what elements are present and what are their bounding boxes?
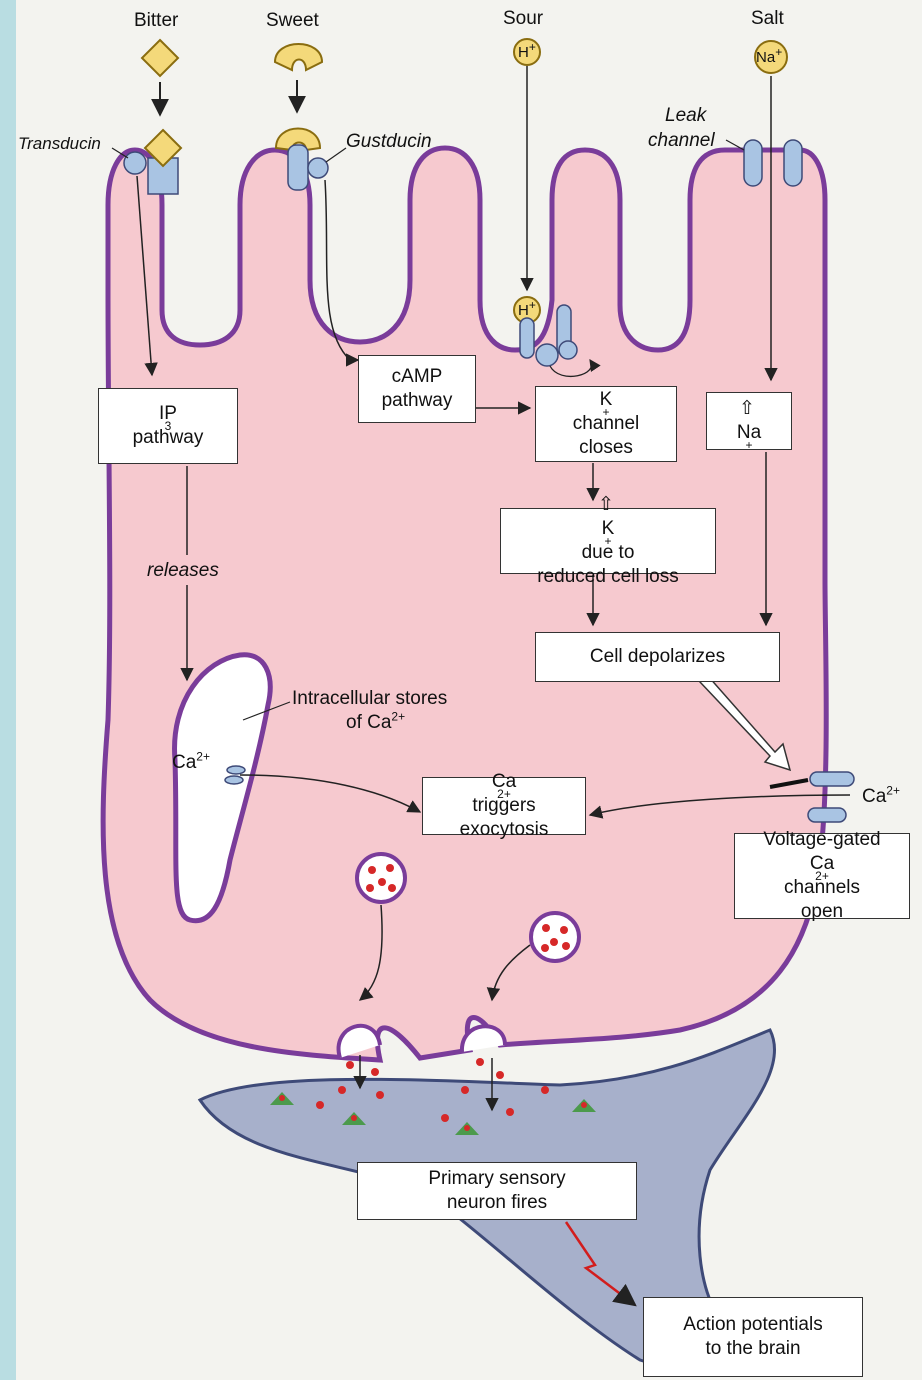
k-channel-subunit — [520, 318, 534, 358]
ca-right-label: Ca2+ — [862, 786, 900, 808]
leak-channel-subunit — [784, 140, 802, 186]
na-increase-box: ⇧Na+ — [706, 392, 792, 450]
cell-depolarizes-box: Cell depolarizes — [535, 632, 780, 682]
releases-label: releases — [147, 560, 219, 582]
store-ca-channel — [225, 776, 243, 784]
transducin-label: Transducin — [18, 133, 101, 155]
k-channel-closes-box: K+ channel closes — [535, 386, 677, 462]
transducin-protein — [124, 152, 146, 174]
gustducin-label: Gustducin — [346, 131, 432, 153]
sweet-label: Sweet — [266, 10, 319, 32]
vesicle — [357, 854, 405, 902]
bitter-label: Bitter — [134, 10, 178, 32]
sour-label: Sour — [503, 8, 543, 30]
vg-ca-channel-subunit — [810, 772, 854, 786]
leak-label: Leak — [665, 105, 706, 127]
k-channel-gate — [559, 341, 577, 359]
salt-label: Salt — [751, 8, 784, 30]
k-increase-box: ⇧K+ due to reduced cell loss — [500, 508, 716, 574]
up-arrow-icon: ⇧ — [582, 493, 631, 517]
salt-ion-label: Na+ — [756, 47, 782, 69]
channel-label: channel — [648, 130, 715, 152]
leak-channel-subunit — [744, 140, 762, 186]
sour-ion-label: H+ — [518, 42, 536, 64]
channel-ion-label: H+ — [518, 300, 536, 322]
k-channel-gate — [536, 344, 558, 366]
stores-label-line1: Intracellular stores — [292, 688, 447, 710]
bitter-ligand-icon — [142, 40, 178, 76]
ca-left-label: Ca2+ — [172, 752, 210, 774]
stores-label-line2: of Ca2+ — [346, 712, 405, 734]
gustducin-protein — [308, 158, 328, 178]
sweet-receptor — [288, 145, 308, 190]
up-arrow-icon: ⇧ — [737, 397, 757, 421]
vg-ca-channel-subunit — [808, 808, 846, 822]
vesicle — [531, 913, 579, 961]
taste-cell — [103, 148, 826, 1060]
store-ca-channel — [227, 766, 245, 774]
sweet-ligand-icon — [275, 44, 322, 70]
